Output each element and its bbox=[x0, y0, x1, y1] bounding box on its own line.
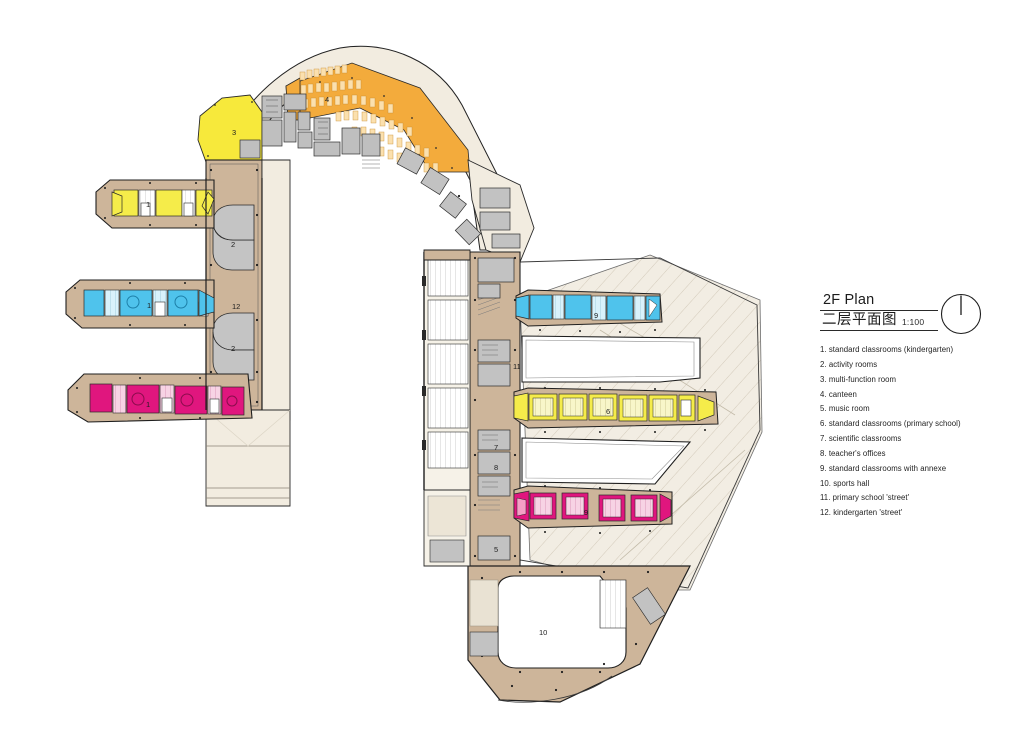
classroom-wing-magenta bbox=[67, 373, 253, 423]
legend-item: 1. standard classrooms (kindergarten) bbox=[820, 345, 954, 354]
legend-item-list: 1. standard classrooms (kindergarten) 2. … bbox=[820, 346, 1020, 524]
core-connector bbox=[423, 249, 515, 299]
north-arrow-icon bbox=[940, 293, 982, 335]
classroom-annexe-blue bbox=[515, 289, 663, 333]
title-divider-lower bbox=[820, 330, 938, 331]
legend-item: 2. activity rooms bbox=[820, 359, 878, 369]
title-and-legend-block: 2F Plan 二层平面图 1:100 1. standard classroo… bbox=[820, 292, 1010, 517]
legend-item: 8. teacher's offices bbox=[820, 448, 886, 458]
plan-geometry bbox=[65, 45, 763, 703]
plan-title-english: 2F Plan bbox=[823, 292, 875, 308]
south-west-block bbox=[423, 489, 471, 567]
title-block: 2F Plan 二层平面图 1:100 bbox=[820, 292, 940, 331]
legend-item: 11. primary school 'street' bbox=[820, 493, 910, 503]
classroom-wing-cyan bbox=[65, 279, 215, 329]
primary-school-courtyards bbox=[521, 335, 701, 485]
title-divider-upper bbox=[820, 310, 938, 311]
scale-label: 1:100 bbox=[902, 317, 925, 327]
primary-school-street-spine bbox=[469, 251, 521, 567]
sports-hall-zone bbox=[467, 565, 691, 703]
classroom-annexe-magenta bbox=[513, 485, 673, 534]
kindergarten-link bbox=[205, 178, 263, 410]
northeast-arm-rooms bbox=[396, 147, 535, 263]
central-courtyard-void bbox=[238, 110, 470, 400]
legend-item: 12. kindergarten 'street' bbox=[820, 508, 903, 518]
legend-item: 10. sports hall bbox=[820, 478, 870, 488]
classroom-wing-primary-yellow bbox=[513, 387, 719, 433]
legend-item: 3. multi-function room bbox=[820, 374, 897, 384]
classroom-wing-yellow bbox=[95, 179, 215, 229]
legend-item: 7. scientific classrooms bbox=[820, 434, 902, 444]
primary-school-west-facade bbox=[422, 251, 471, 491]
legend-item: 9. standard classrooms with annexe bbox=[820, 463, 947, 473]
kindergarten-outer-band bbox=[205, 159, 291, 507]
plan-title-chinese: 二层平面图 bbox=[822, 312, 897, 328]
legend-item: 6. standard classrooms (primary school) bbox=[820, 419, 961, 429]
legend-item: 4. canteen bbox=[820, 389, 857, 399]
kindergarten-street-spine bbox=[205, 159, 263, 411]
legend-item: 5. music room bbox=[820, 404, 870, 414]
